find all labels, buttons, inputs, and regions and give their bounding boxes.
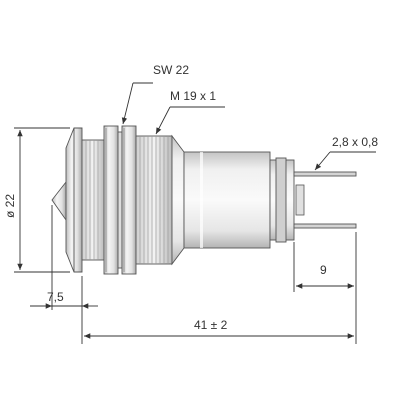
- thread-sleeve-front: [81, 139, 105, 261]
- thread-label: M 19 x 1: [170, 89, 216, 103]
- diameter-label: ø 22: [3, 194, 17, 218]
- terminal-pin-lower: [293, 223, 357, 229]
- washer: [117, 131, 123, 269]
- dimension-labels: SW 22 M 19 x 1 2,8 x 0,8 ø 22 7,5 9 41 ±…: [3, 63, 378, 332]
- thread-sleeve-rear: [135, 135, 173, 265]
- terminal-size-label: 2,8 x 0,8: [332, 135, 378, 149]
- dimension-lines: [14, 82, 376, 344]
- lens-cone: [51, 180, 67, 222]
- rear-housing: [183, 151, 271, 249]
- terminal-pin-upper: [293, 171, 357, 177]
- wrench-size-label: SW 22: [153, 63, 189, 77]
- rear-taper: [171, 134, 185, 266]
- thread-lines-front: [85, 140, 99, 260]
- front-depth-label: 7,5: [47, 290, 64, 304]
- terminal-flange: [275, 157, 287, 243]
- total-length-label: 41 ± 2: [194, 318, 228, 332]
- terminal-length-label: 9: [320, 263, 327, 277]
- thread-lines-rear: [139, 136, 169, 264]
- indicator-lamp-body: [51, 125, 357, 275]
